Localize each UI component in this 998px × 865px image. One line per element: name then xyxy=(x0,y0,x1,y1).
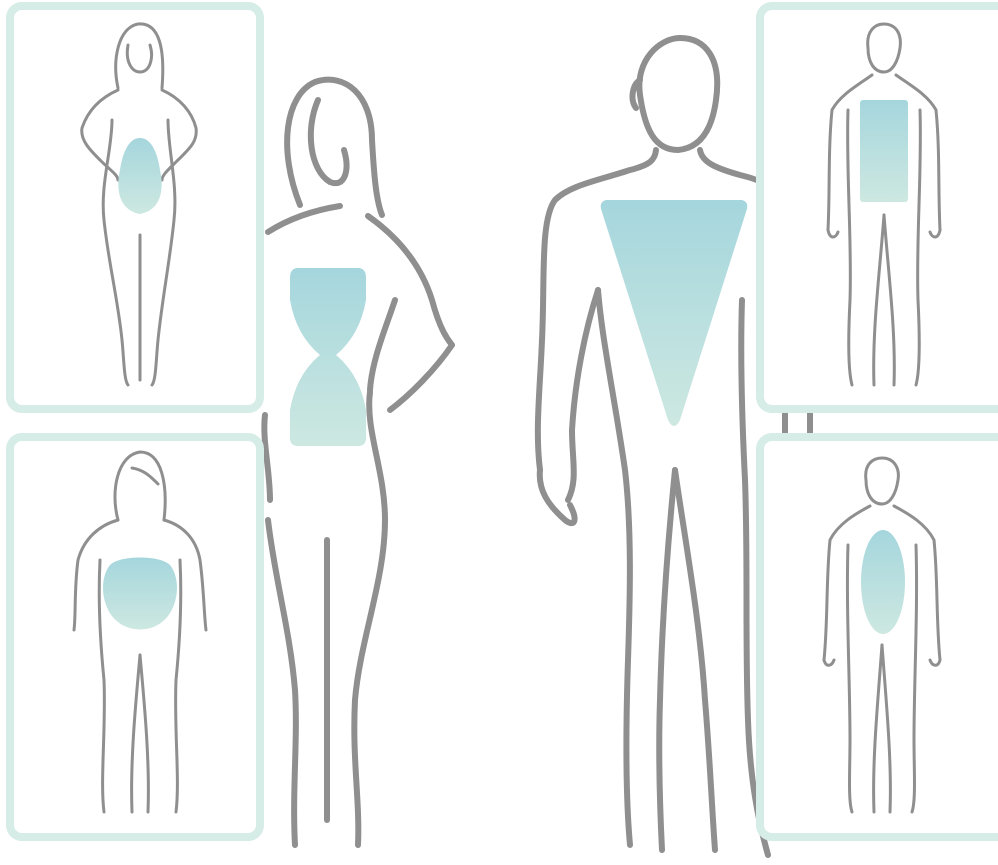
rectangle-shape xyxy=(860,100,908,202)
frame-man-oval xyxy=(760,437,998,837)
frame-woman-apple xyxy=(10,437,260,837)
hourglass-shape xyxy=(290,268,366,446)
oval-shape xyxy=(861,530,905,634)
woman-hourglass-figure xyxy=(264,80,452,845)
inverted-triangle-shape xyxy=(601,200,748,426)
frame-man-rectangle xyxy=(760,6,998,409)
frame-woman-pear xyxy=(10,6,260,409)
